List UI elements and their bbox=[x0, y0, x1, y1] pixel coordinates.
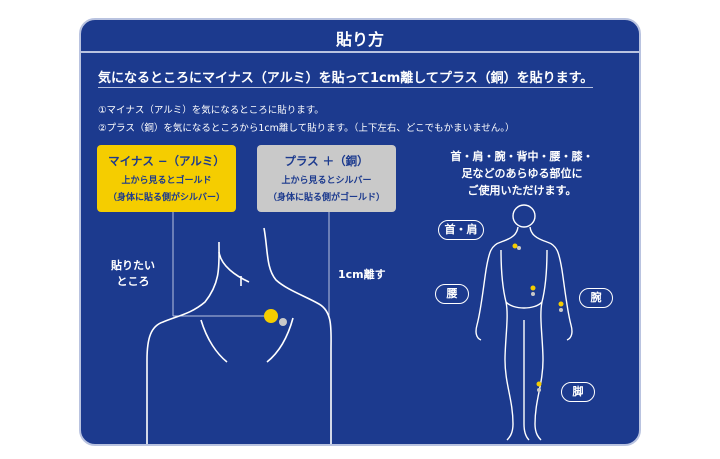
page-title: 貼り方 bbox=[335, 30, 384, 49]
connector-lines bbox=[172, 212, 330, 317]
body-parts-line1: 首・肩・腕・背中・腰・膝・ bbox=[450, 150, 594, 163]
body-dots-plus bbox=[517, 246, 563, 392]
tag-arm: 腕 bbox=[579, 288, 613, 308]
plus-tag-line1: 上から見るとシルバー bbox=[281, 176, 372, 186]
body-figure bbox=[475, 204, 573, 441]
illustration bbox=[146, 204, 573, 444]
body-parts-text: 首・肩・腕・背中・腰・膝・ 足などのあらゆる部位に ご使用いただけます。 bbox=[437, 148, 607, 199]
tag-leg: 脚 bbox=[561, 382, 595, 402]
where-label-line1: 貼りたい bbox=[111, 259, 155, 272]
plus-tag: プラス ＋（銅） 上から見るとシルバー （身体に貼る側がゴールド） bbox=[257, 145, 396, 212]
plus-tag-line2: （身体に貼る側がゴールド） bbox=[267, 193, 385, 203]
title-bar: 貼り方 bbox=[81, 20, 639, 53]
back-illustration bbox=[146, 227, 332, 444]
where-label-line2: ところ bbox=[116, 275, 150, 288]
body-dots bbox=[512, 243, 564, 387]
body-parts-line2: 足などのあらゆる部位に bbox=[461, 167, 583, 180]
usage-panel: 貼り方 気になるところにマイナス（アルミ）を貼って1cm離してプラス（銅）を貼り… bbox=[79, 18, 641, 446]
body-parts-line3: ご使用いただけます。 bbox=[467, 184, 577, 197]
plus-tag-title: プラス ＋（銅） bbox=[284, 154, 369, 168]
tag-waist: 腰 bbox=[435, 284, 469, 304]
step-note-2: ②プラス（銅）を気になるところから1cm離して貼ります。（上下左右、どこでもかま… bbox=[98, 123, 515, 134]
step-note-1: ①マイナス（アルミ）を気になるところに貼ります。 bbox=[98, 105, 324, 116]
where-label: 貼りたい ところ bbox=[103, 258, 163, 290]
minus-tag-line1: 上から見るとゴールド bbox=[121, 176, 212, 186]
minus-patch bbox=[264, 309, 278, 323]
minus-tag-title: マイナス −（アルミ） bbox=[108, 154, 225, 168]
minus-tag: マイナス −（アルミ） 上から見るとゴールド （身体に貼る側がシルバー） bbox=[97, 145, 236, 212]
tag-neck-shoulder: 首・肩 bbox=[438, 220, 484, 240]
plus-patch bbox=[279, 318, 287, 326]
gap-label: 1cm離す bbox=[338, 268, 386, 281]
minus-tag-line2: （身体に貼る側がシルバー） bbox=[107, 193, 225, 203]
headline: 気になるところにマイナス（アルミ）を貼って1cm離してプラス（銅）を貼ります。 bbox=[98, 67, 594, 88]
